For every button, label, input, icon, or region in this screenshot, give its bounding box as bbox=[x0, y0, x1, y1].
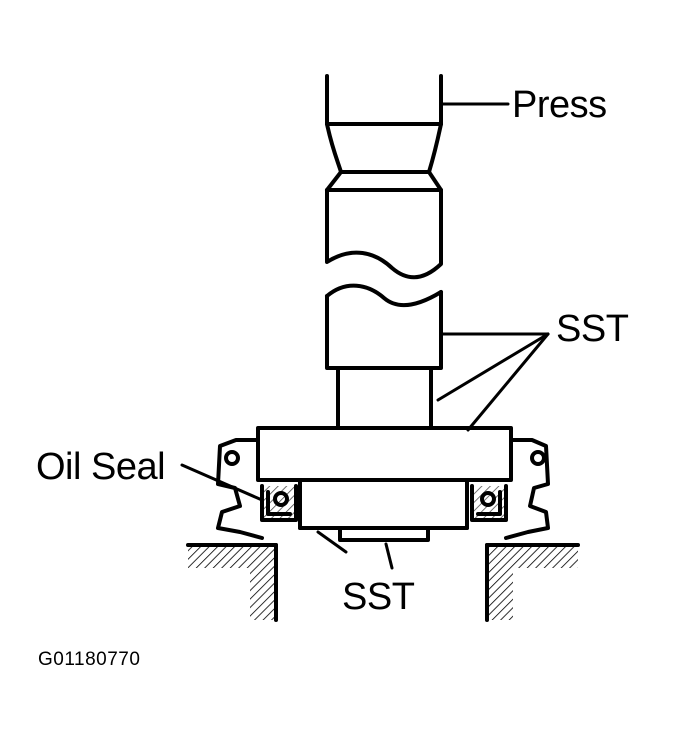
sst-lower-label: SST bbox=[342, 576, 415, 618]
sst-pusher bbox=[325, 170, 443, 430]
figure-id: G01180770 bbox=[38, 649, 141, 670]
press-label: Press bbox=[512, 84, 607, 126]
lower-sst-leader-a bbox=[316, 530, 348, 554]
oil-seal-label: Oil Seal bbox=[36, 446, 166, 488]
sst-lower-block bbox=[338, 526, 430, 542]
oil-seal-leader bbox=[180, 463, 264, 502]
sst-leader-d bbox=[466, 332, 550, 432]
sst-plate bbox=[256, 426, 513, 530]
hatched-supports bbox=[188, 486, 578, 620]
sst-upper-label: SST bbox=[556, 308, 629, 350]
lower-sst-leader-b bbox=[384, 542, 394, 570]
sst-leader-c bbox=[436, 332, 550, 402]
leader-lines bbox=[180, 102, 550, 570]
press-ram bbox=[325, 74, 443, 174]
